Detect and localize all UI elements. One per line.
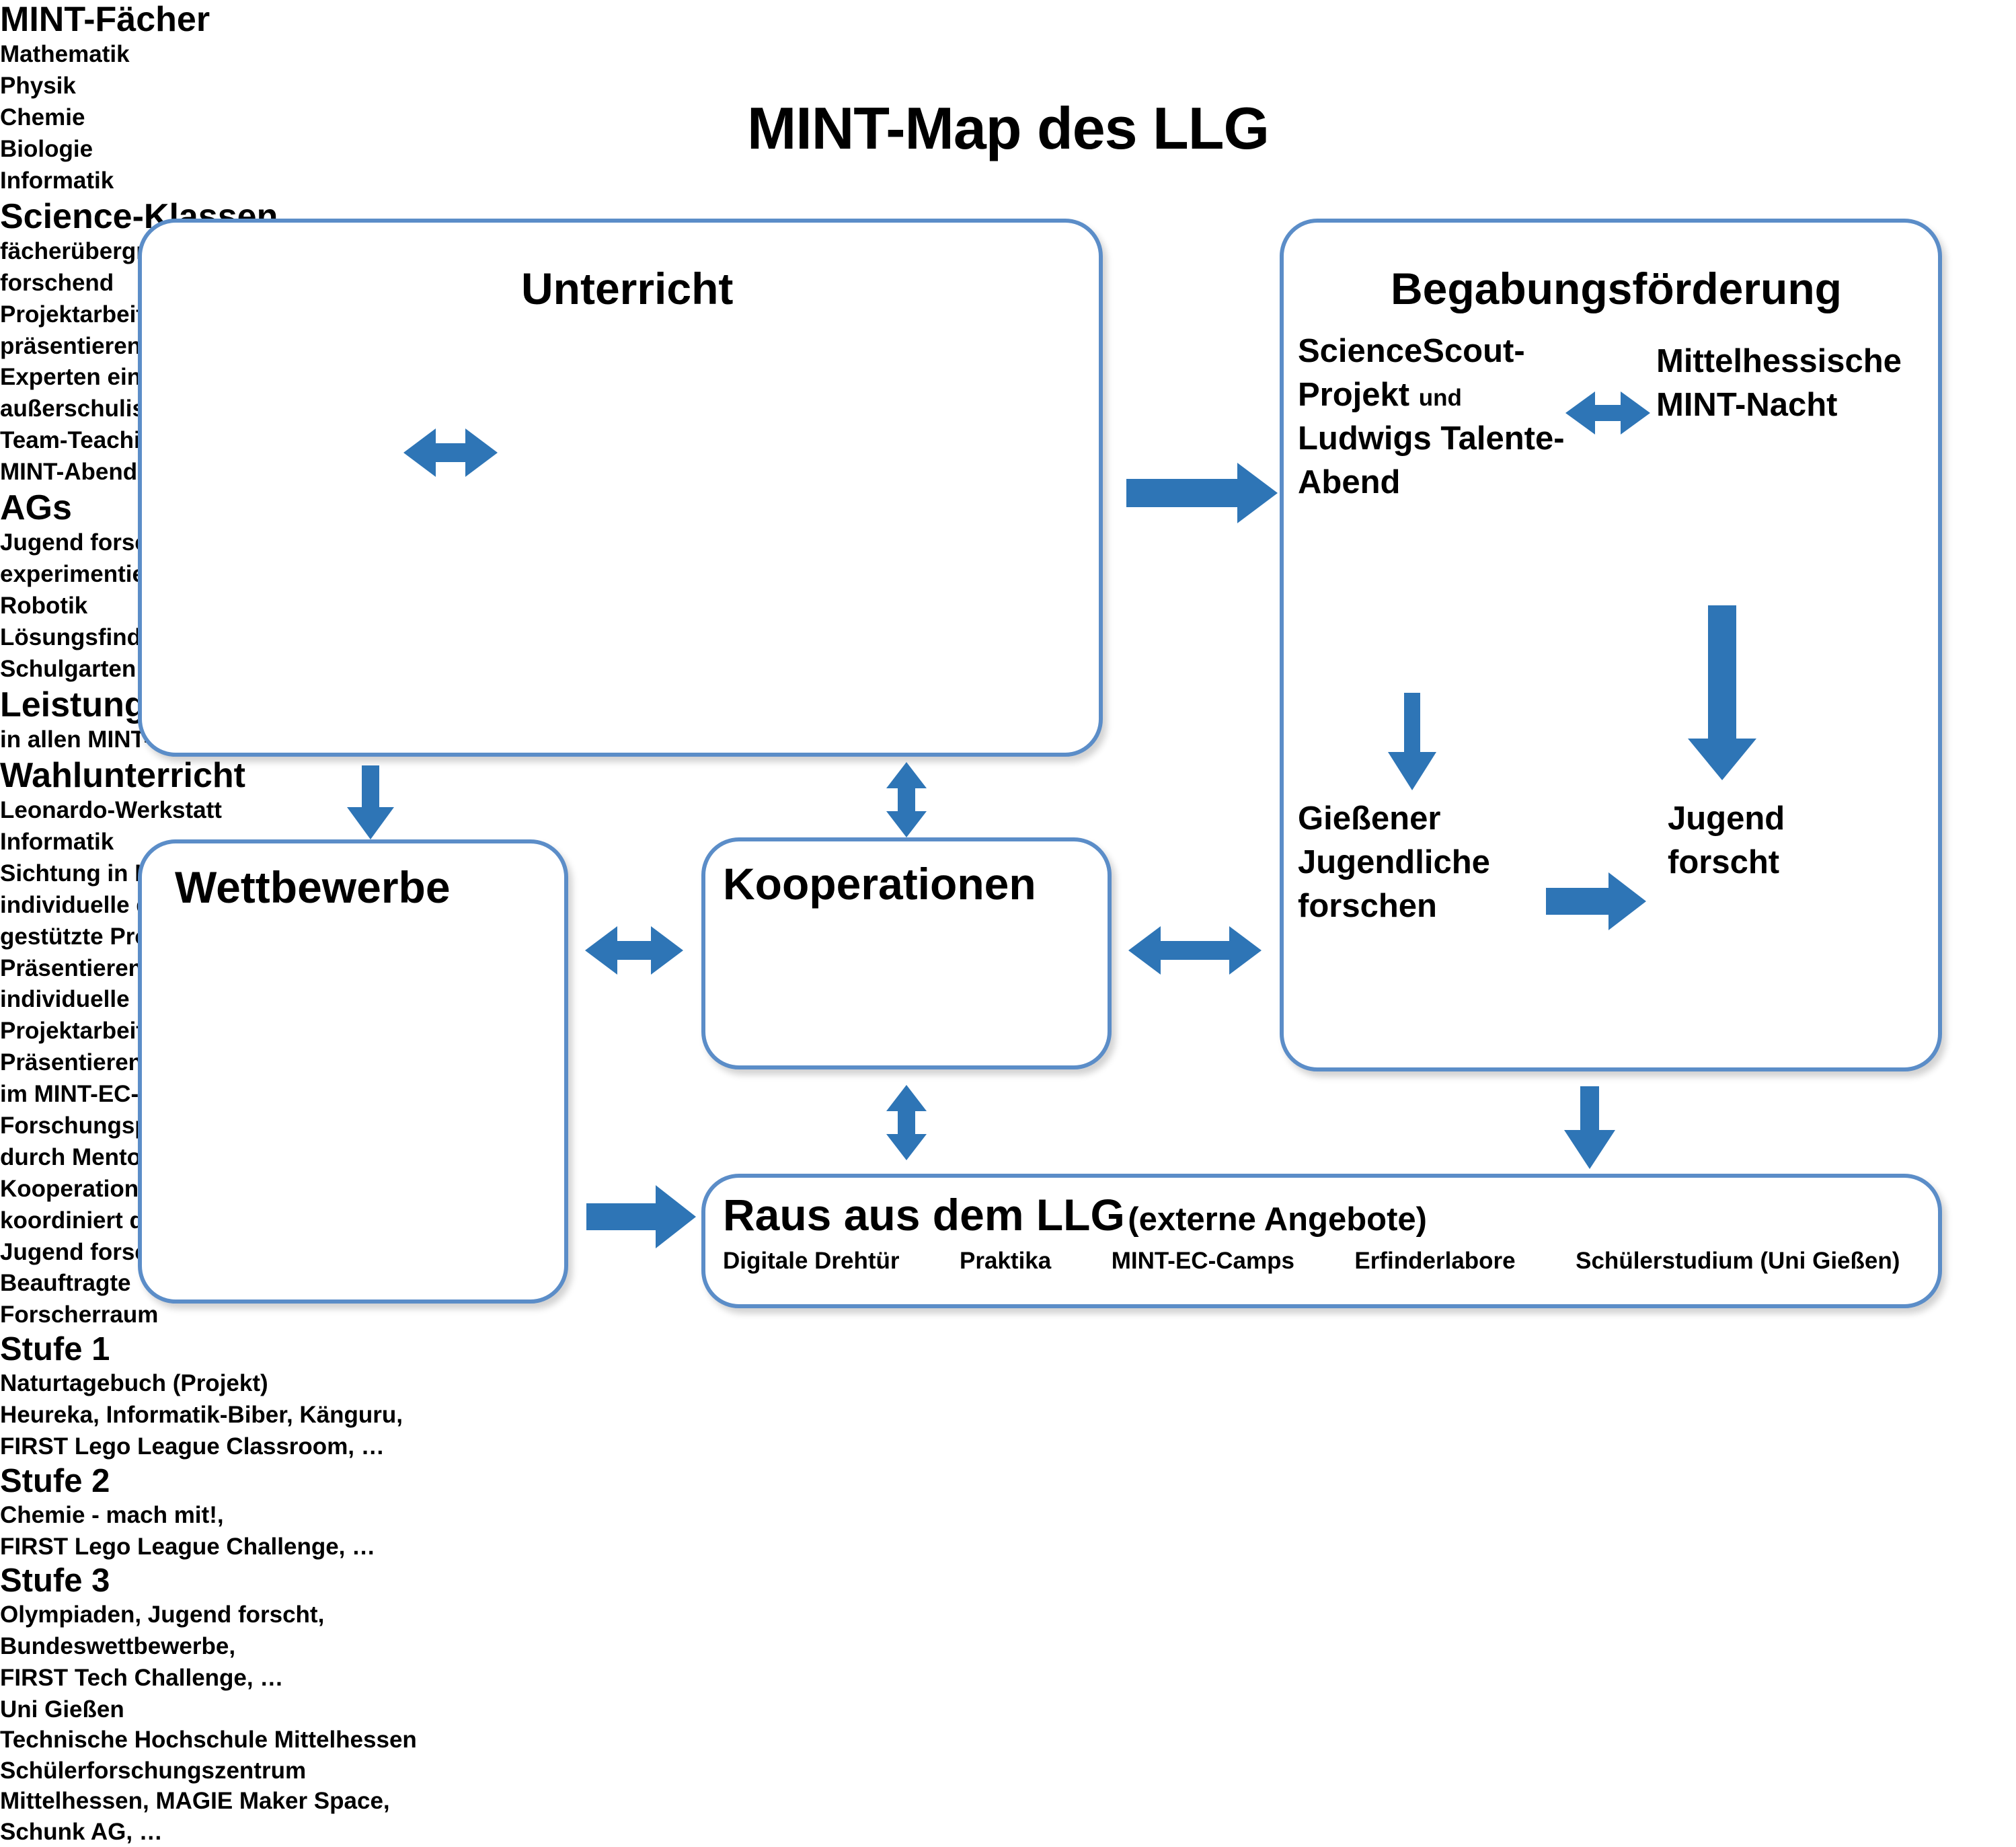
- begabungsfoerderung-title: Begabungsförderung: [1391, 264, 1842, 313]
- stufe-1-heading: Stufe 1: [0, 1331, 110, 1368]
- mint-faecher-list: Mathematik Physik Chemie Biologie Inform…: [0, 39, 2016, 196]
- list-item: Präsentieren: [0, 1049, 143, 1076]
- kooperationen-title: Kooperationen: [723, 859, 1036, 909]
- giessener-heading-line2: Jugendliche: [1298, 844, 1490, 881]
- sciencescout-heading: ScienceScout- Projekt und Ludwigs Talent…: [1298, 330, 1634, 505]
- raus-aus-dem-llg-list: Digitale Drehtür Praktika MINT-EC-Camps …: [723, 1248, 1920, 1275]
- sciencescout-heading-line2: Projekt: [1298, 377, 1410, 414]
- list-item: Uni Gießen: [0, 1696, 124, 1723]
- list-item: Mathematik: [0, 41, 130, 68]
- sciencescout-heading-line1: ScienceScout-: [1298, 333, 1525, 369]
- list-item: MINT-Abend: [0, 459, 138, 486]
- kooperationen-list: Uni Gießen Technische Hochschule Mittelh…: [0, 1694, 2016, 1847]
- sciencescout-heading-line4: Abend: [1298, 464, 1401, 501]
- list-item: Robotik: [0, 593, 88, 619]
- list-item: Schülerstudium (Uni Gießen): [1576, 1248, 1900, 1274]
- giessener-heading-line1: Gießener: [1298, 800, 1441, 837]
- wahlunterricht-list: Leonardo-Werkstatt Informatik: [0, 795, 2016, 858]
- list-item: Biologie: [0, 135, 93, 162]
- raus-title-main: Raus aus dem LLG: [723, 1190, 1125, 1240]
- jugendforscht-heading-line2: forscht: [1668, 844, 1780, 881]
- list-item: MINT-EC-Camps: [1111, 1248, 1294, 1274]
- list-item: Forscherraum: [0, 1302, 159, 1328]
- list-item: Bundeswettbewerbe,: [0, 1633, 236, 1660]
- list-item: Chemie - mach mit!,: [0, 1501, 224, 1528]
- list-item: FIRST Lego League Challenge, …: [0, 1533, 376, 1560]
- list-item: Olympiaden, Jugend forscht,: [0, 1601, 325, 1628]
- list-item: Digitale Drehtür: [723, 1248, 900, 1274]
- wahlunterricht-heading: Wahlunterricht: [0, 755, 245, 795]
- mintnacht-heading-line2: MINT-Nacht: [1656, 387, 1838, 424]
- list-item: Projektarbeit: [0, 301, 144, 328]
- list-item: Lösungsfinder: [0, 624, 164, 650]
- list-item: Praktika: [960, 1248, 1052, 1274]
- mintnacht-heading: Mittelhessische MINT-Nacht: [1656, 340, 1939, 427]
- stufe-2-list: Chemie - mach mit!, FIRST Lego League Ch…: [0, 1500, 2016, 1563]
- list-item: forschend: [0, 269, 114, 296]
- stufe-3-heading: Stufe 3: [0, 1562, 110, 1599]
- list-item: individuelle: [0, 986, 130, 1013]
- list-item: Naturtagebuch (Projekt): [0, 1370, 268, 1397]
- stufe-1-list: Naturtagebuch (Projekt) Heureka, Informa…: [0, 1368, 2016, 1463]
- jugendforscht-heading: Jugend forscht: [1668, 797, 1937, 884]
- list-item: präsentieren: [0, 332, 142, 359]
- sciencescout-heading-conjunction: und: [1418, 385, 1462, 412]
- kooperationen-box: [701, 837, 1112, 1069]
- mintnacht-heading-line1: Mittelhessische: [1656, 343, 1902, 379]
- list-item: Schulgarten: [0, 655, 137, 682]
- list-item: Informatik: [0, 828, 114, 855]
- mint-faecher-heading: MINT-Fächer: [0, 0, 210, 39]
- list-item: Informatik: [0, 167, 114, 194]
- list-item: Schülerforschungszentrum: [0, 1757, 307, 1784]
- unterricht-title: Unterricht: [521, 264, 734, 313]
- unterricht-box: [138, 219, 1103, 757]
- mintnacht-list: individuelle Projektarbeit Präsentieren …: [0, 984, 2016, 1110]
- stufe-3-list: Olympiaden, Jugend forscht, Bundeswettbe…: [0, 1599, 2016, 1694]
- raus-aus-dem-llg-title: Raus aus dem LLG (externe Angebote): [723, 1189, 1427, 1240]
- page-title: MINT-Map des LLG: [747, 95, 1270, 161]
- jugendforscht-heading-line1: Jugend: [1668, 800, 1785, 837]
- list-item: Projektarbeit: [0, 1018, 144, 1045]
- list-item: Chemie: [0, 104, 85, 131]
- list-item: Präsentieren: [0, 954, 143, 981]
- list-item: Mittelhessen, MAGIE Maker Space,: [0, 1788, 390, 1815]
- list-item: Physik: [0, 73, 76, 100]
- list-item: Erfinderlabore: [1354, 1248, 1516, 1274]
- list-item: Schunk AG, …: [0, 1818, 163, 1845]
- list-item: Technische Hochschule Mittelhessen: [0, 1727, 417, 1754]
- giessener-heading-line3: forschen: [1298, 888, 1437, 925]
- raus-aus-dem-llg-box: [701, 1174, 1942, 1308]
- wettbewerbe-title: Wettbewerbe: [175, 862, 451, 912]
- sciencescout-heading-line3: Ludwigs Talente-: [1298, 420, 1565, 457]
- giessener-heading: Gießener Jugendliche forschen: [1298, 797, 1580, 928]
- list-item: Beauftragte: [0, 1270, 131, 1297]
- list-item: Leonardo-Werkstatt: [0, 797, 222, 824]
- list-item: FIRST Tech Challenge, …: [0, 1665, 284, 1692]
- list-item: Heureka, Informatik-Biber, Känguru,: [0, 1402, 403, 1428]
- raus-title-suffix: (externe Angebote): [1128, 1201, 1427, 1238]
- wettbewerbe-box: [138, 839, 568, 1304]
- ags-heading: AGs: [0, 488, 72, 528]
- list-item: FIRST Lego League Classroom, …: [0, 1433, 385, 1460]
- stufe-2-heading: Stufe 2: [0, 1462, 110, 1499]
